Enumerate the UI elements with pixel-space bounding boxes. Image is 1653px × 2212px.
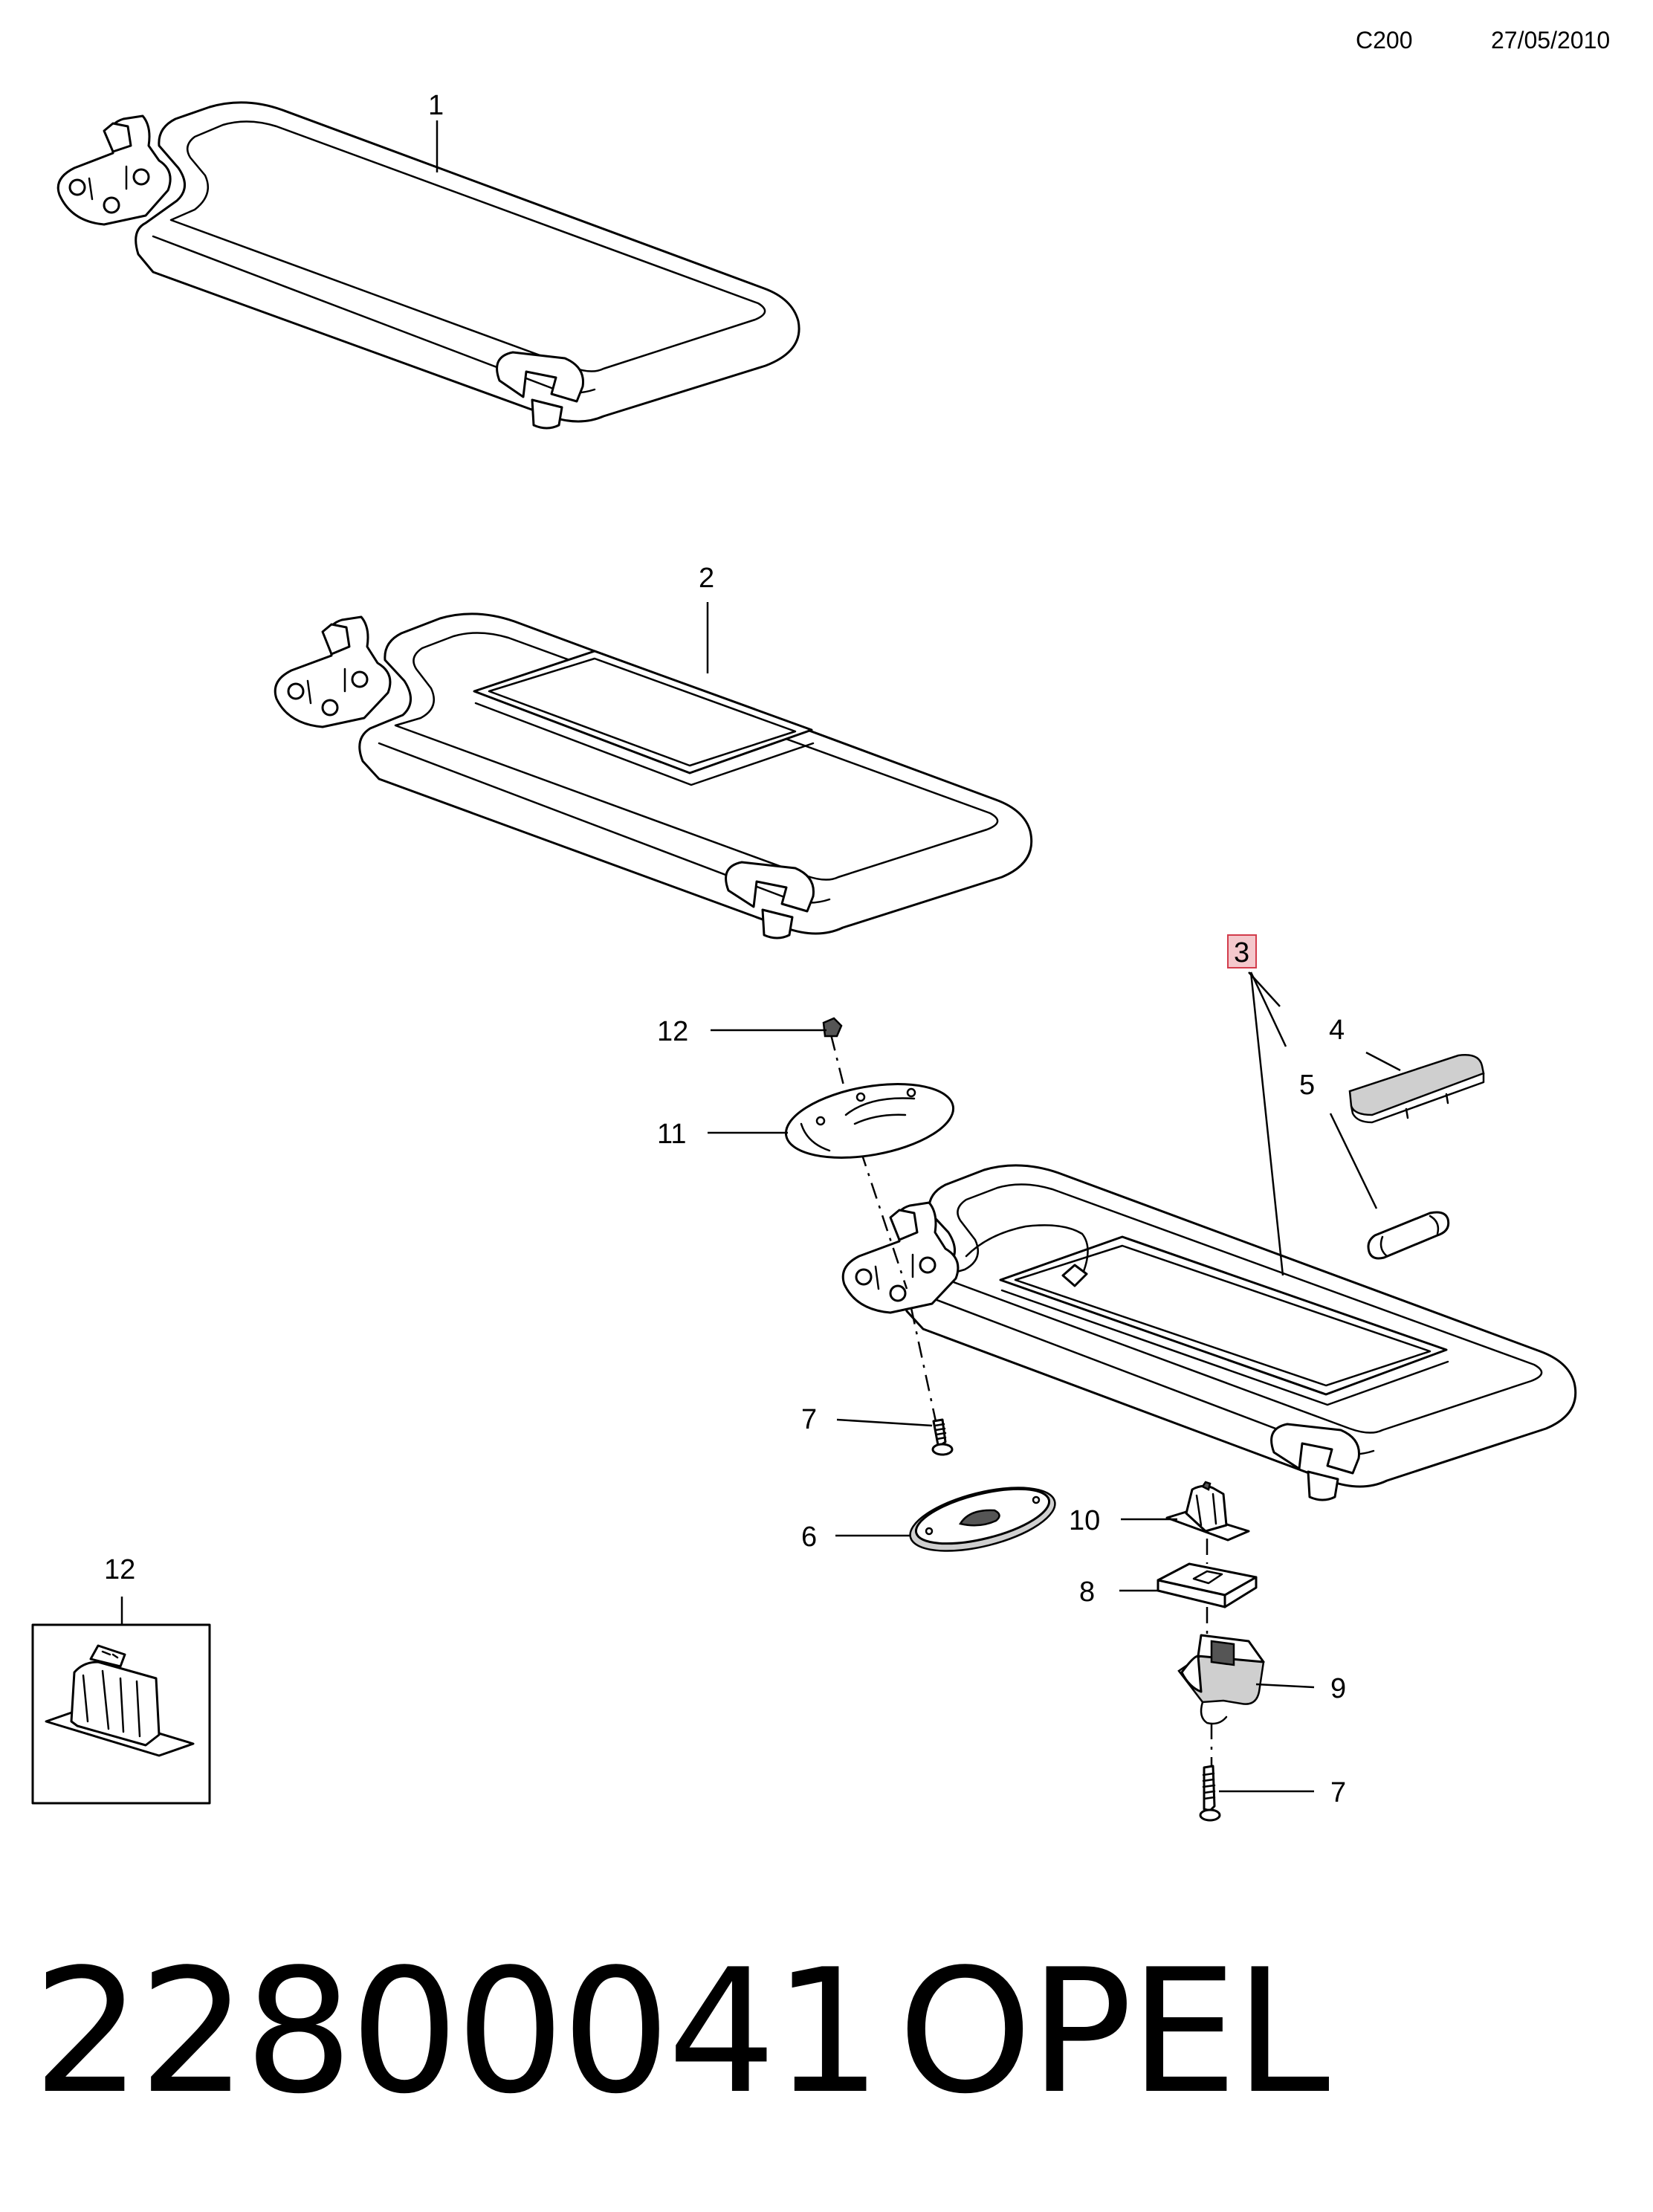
inset-detail-box	[31, 1623, 211, 1805]
visor-hook-holder	[1177, 1634, 1265, 1725]
callout-12-inset[interactable]: 12	[104, 1554, 135, 1585]
callout-4[interactable]: 4	[1329, 1015, 1345, 1046]
round-cover	[909, 1487, 1056, 1552]
festoon-bulb	[1367, 1211, 1450, 1260]
hinge-cover-plate	[784, 1083, 955, 1159]
callout-11[interactable]: 11	[657, 1119, 686, 1150]
callout-10[interactable]: 10	[1069, 1505, 1100, 1536]
header-code: C200	[1356, 27, 1413, 54]
lamp-lens-cover	[1348, 1054, 1485, 1124]
callout-6[interactable]: 6	[801, 1521, 817, 1553]
clip-nut	[822, 1017, 843, 1038]
holder-axis-line	[1206, 1539, 1213, 1766]
spacer-pad	[1157, 1562, 1258, 1608]
screw-lower	[1199, 1765, 1221, 1822]
header-date: 27/05/2010	[1491, 27, 1611, 54]
callout-7-upper[interactable]: 7	[801, 1404, 817, 1435]
callout-8[interactable]: 8	[1079, 1576, 1095, 1608]
sun-visor-plain	[56, 101, 800, 430]
callout-3-highlight	[1227, 934, 1257, 968]
sun-visor-with-mirror	[274, 612, 1033, 940]
part-number: 22800041	[33, 1933, 882, 2132]
brand-name: OPEL	[898, 1933, 1330, 2132]
callout-12-top[interactable]: 12	[657, 1016, 688, 1047]
callout-2[interactable]: 2	[699, 563, 714, 594]
callout-9[interactable]: 9	[1330, 1673, 1346, 1704]
screw-upper	[931, 1418, 954, 1456]
retainer-clip	[1165, 1481, 1250, 1542]
callout-3[interactable]: 3	[1234, 937, 1249, 968]
callout-5[interactable]: 5	[1299, 1070, 1315, 1101]
sun-visor-illuminated	[841, 1164, 1577, 1501]
callout-7-lower[interactable]: 7	[1330, 1777, 1346, 1808]
callout-1[interactable]: 1	[428, 90, 444, 121]
leader-lines	[120, 120, 1401, 1793]
